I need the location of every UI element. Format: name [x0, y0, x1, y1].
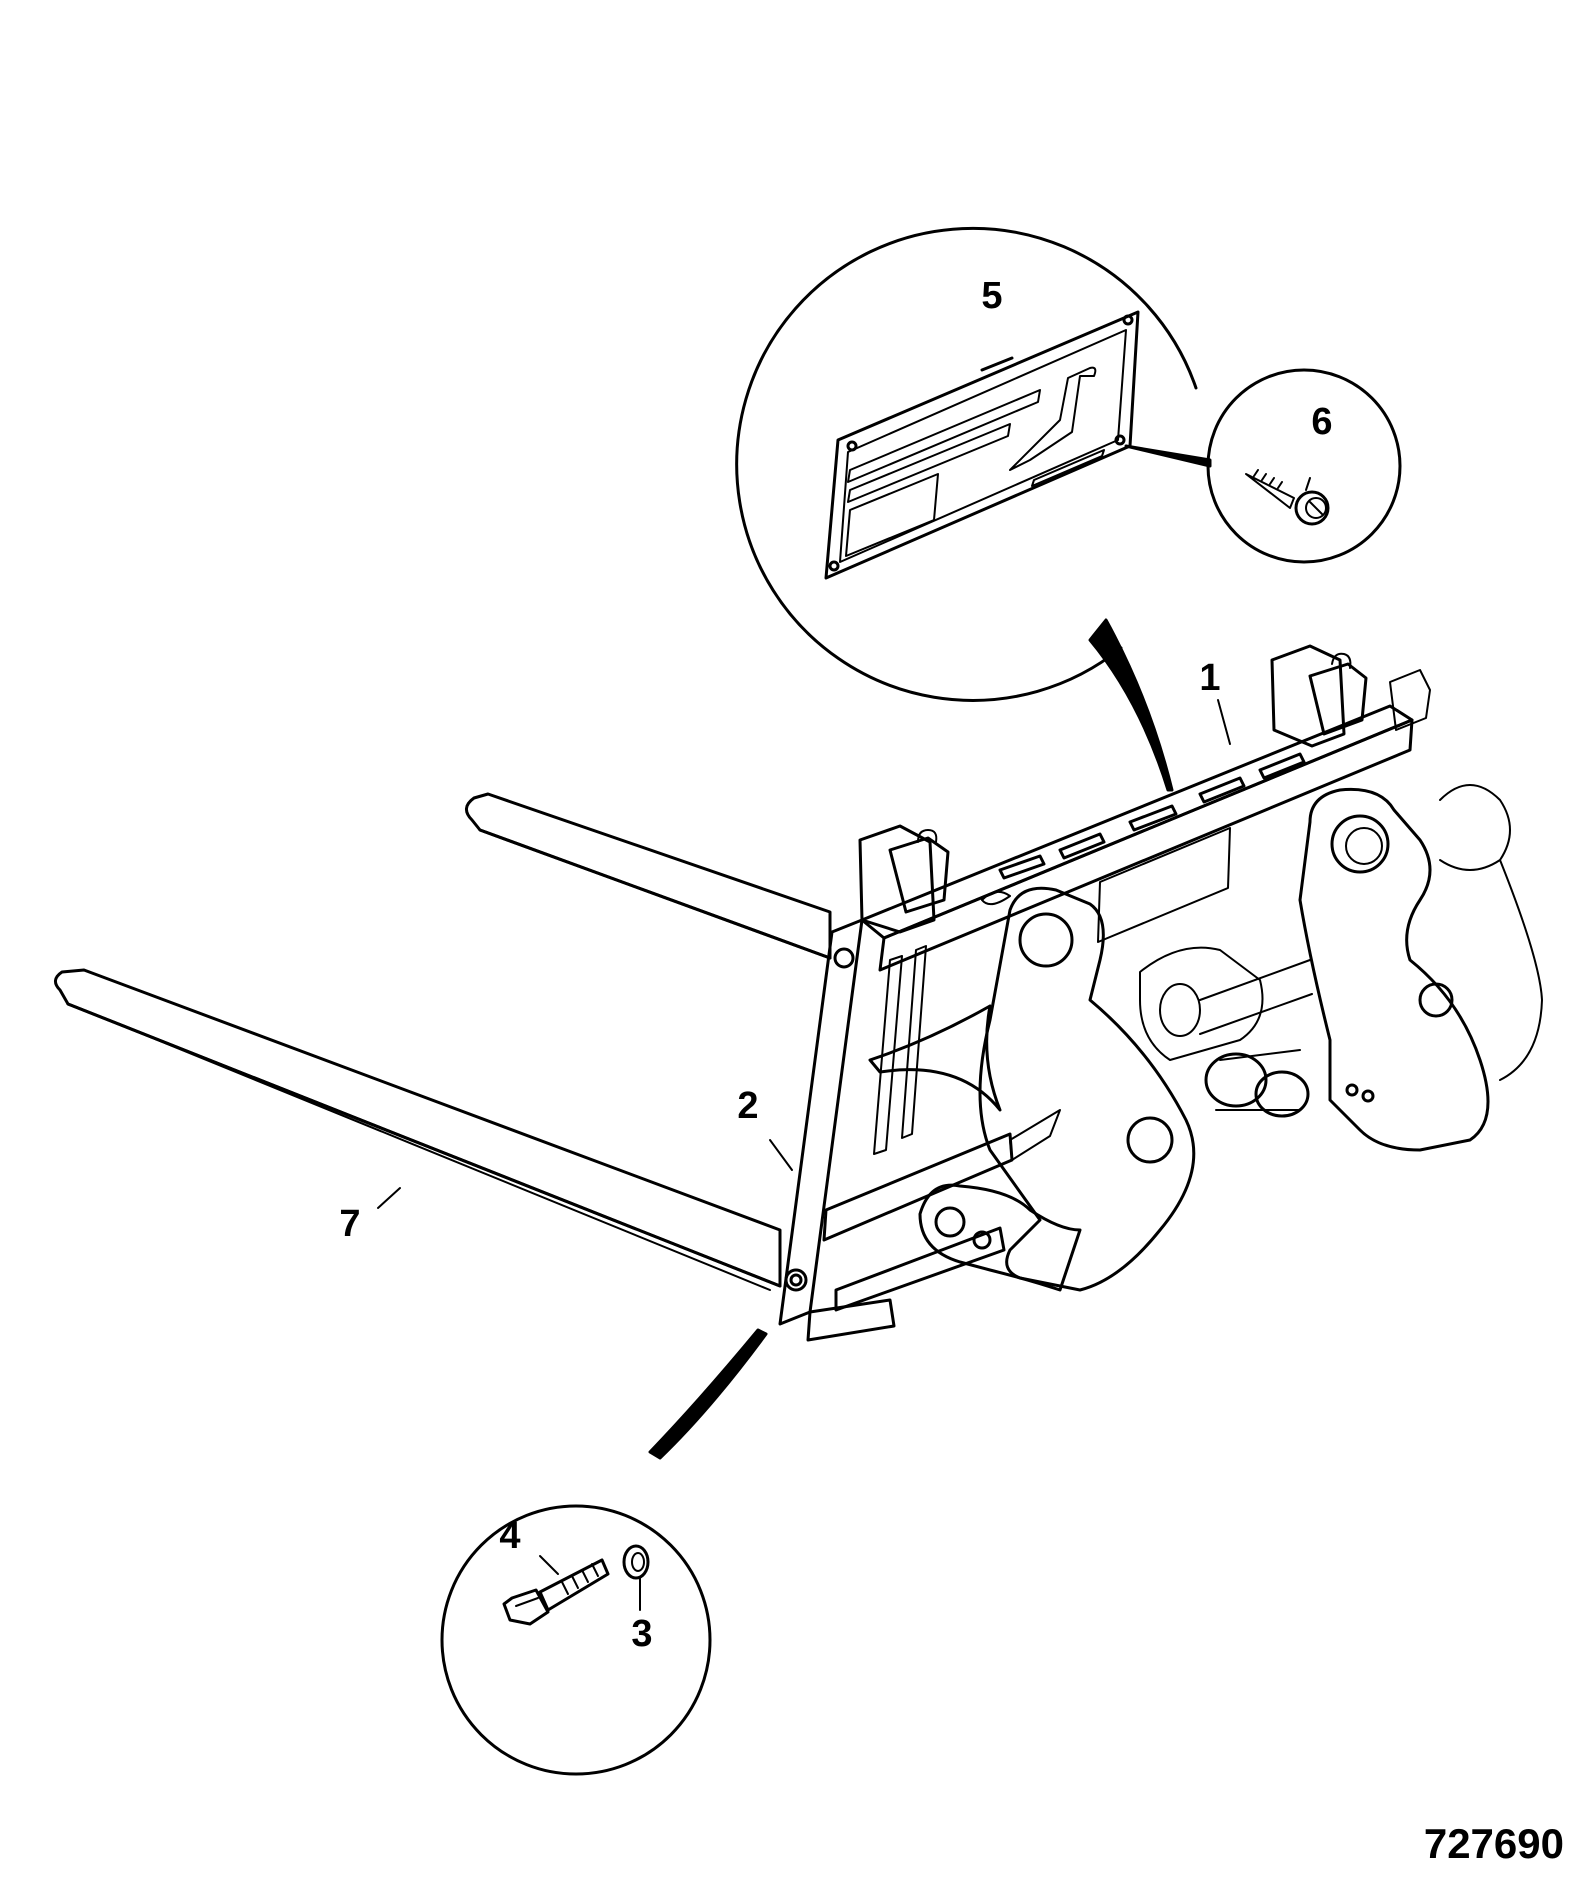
data-plate-detail-circle — [735, 226, 1198, 792]
left-coupling-bracket — [918, 886, 1196, 1292]
data-plate — [824, 310, 1140, 580]
pivot-rollers — [1139, 946, 1313, 1118]
callout-2: 2 — [737, 1085, 758, 1127]
right-coupling-bracket — [1298, 784, 1543, 1152]
bolt-detail-circle — [440, 1328, 768, 1776]
screw-detail-circle — [1124, 368, 1402, 564]
callout-6: 6 — [1311, 401, 1332, 443]
callout-5: 5 — [981, 275, 1002, 317]
callout-1: 1 — [1199, 657, 1220, 699]
front-fork — [54, 968, 782, 1291]
rear-fork — [465, 792, 832, 960]
screw — [1245, 469, 1330, 526]
figure-number: 727690 — [1424, 1820, 1564, 1867]
callout-leaders — [377, 477, 1311, 1611]
callout-4: 4 — [499, 1515, 520, 1557]
bolt — [502, 1558, 610, 1626]
callout-3: 3 — [631, 1613, 652, 1655]
carriage-frame — [778, 644, 1431, 1342]
callout-7: 7 — [339, 1203, 360, 1245]
washer — [622, 1544, 650, 1580]
